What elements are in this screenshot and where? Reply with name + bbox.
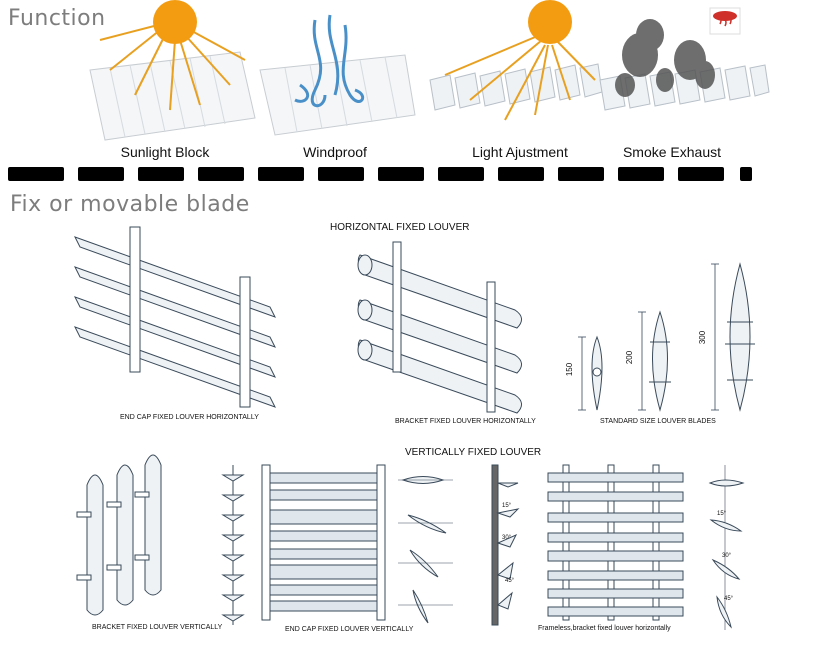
- end-cap-vertical-diagram: [261, 464, 386, 621]
- wind-icon: [259, 14, 416, 136]
- smoke-detector-icon: [709, 7, 741, 35]
- blade-section-title: Fix or movable blade: [10, 192, 250, 217]
- frameless-bracket-strip: [491, 464, 520, 626]
- function-section-title: Function: [8, 6, 106, 31]
- caption-frameless-horizontal: Frameless,bracket fixed louver horizonta…: [538, 625, 671, 632]
- angle-detail-right: [708, 465, 745, 630]
- blade-size-300: 300: [698, 330, 708, 345]
- bracket-vertical-diagram: [76, 454, 162, 616]
- angle-label-30-left: 30°: [502, 535, 512, 541]
- angle-label-45-left: 45°: [505, 578, 515, 584]
- smoke-exhaust-graphic: [599, 7, 770, 111]
- function-panel-sunlight-block: [80, 0, 260, 141]
- angle-label-45-right: 45°: [724, 596, 734, 602]
- blade-size-150: 150: [565, 362, 575, 377]
- function-label-sunlight-block: Sunlight Block: [120, 144, 210, 160]
- function-label-windproof: Windproof: [303, 144, 367, 160]
- dashed-divider: [0, 164, 832, 184]
- caption-standard-blades: STANDARD SIZE LOUVER BLADES: [600, 418, 716, 425]
- angle-label-30-right: 30°: [722, 553, 732, 559]
- caption-end-cap-horizontal: END CAP FIXED LOUVER HORIZONTALLY: [120, 414, 259, 421]
- vertical-blade-strip: [221, 465, 245, 625]
- function-panel-light-ajustment: [420, 0, 605, 140]
- function-panel-smoke-exhaust: [595, 0, 770, 140]
- vertical-fixed-heading: VERTICALLY FIXED LOUVER: [405, 447, 542, 458]
- sun-icon: [429, 0, 603, 121]
- frameless-horizontal-diagram: [547, 464, 684, 621]
- bracket-horizontal-diagram: [357, 241, 522, 414]
- horizontal-fixed-heading: HORIZONTAL FIXED LOUVER: [330, 222, 470, 233]
- angle-detail-left: [398, 476, 453, 624]
- sun-icon: [89, 0, 256, 141]
- function-label-light-ajustment: Light Ajustment: [472, 144, 568, 160]
- function-panel-windproof: [255, 0, 425, 140]
- caption-bracket-vertical: BRACKET FIXED LOUVER VERTICALLY: [92, 624, 223, 631]
- angle-label-15-left: 15°: [502, 503, 512, 509]
- function-label-smoke-exhaust: Smoke Exhaust: [622, 144, 722, 160]
- standard-blades-diagram: [578, 262, 755, 412]
- caption-bracket-horizontal: BRACKET FIXED LOUVER HORIZONTALLY: [395, 418, 536, 425]
- angle-label-15-right: 15°: [717, 511, 727, 517]
- blade-size-200: 200: [625, 350, 635, 365]
- caption-end-cap-vertical: END CAP FIXED LOUVER VERTICALLY: [285, 626, 414, 633]
- end-cap-horizontal-diagram: [73, 226, 277, 408]
